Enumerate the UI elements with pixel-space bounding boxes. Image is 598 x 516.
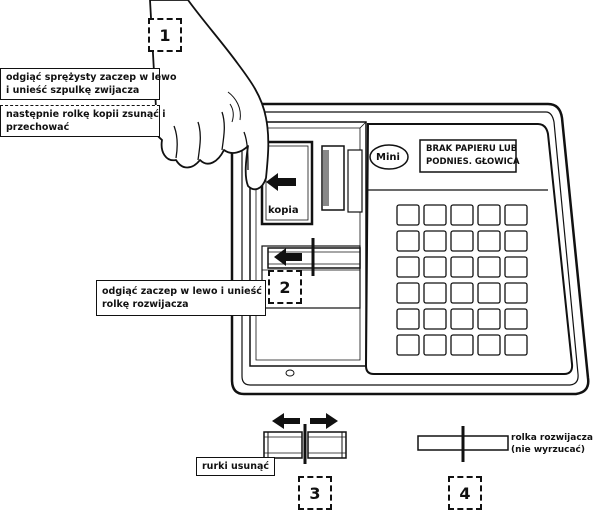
step1b-instruction-line2: przechować — [6, 122, 70, 133]
step2-instruction: odgiąć zaczep w lewo i unieść rolkę rozw… — [96, 280, 266, 316]
step4-instruction: rolka rozwijacza (nie wyrzucać) — [511, 432, 593, 456]
step1-instruction-line2: i unieść szpulkę zwijacza — [6, 85, 140, 96]
step1-instruction: odgiąć sprężysty zaczep w lewo i unieść … — [0, 68, 177, 100]
step2-instruction-line2: rolkę rozwijacza — [102, 299, 189, 310]
step1-instruction-line1: odgiąć sprężysty zaczep w lewo — [6, 72, 177, 83]
step-number-2: 2 — [268, 270, 302, 304]
copy-spool-label: kopia — [268, 205, 299, 216]
step1b-instruction: następnie rolkę kopii zsunąć i przechowa… — [0, 105, 166, 137]
step4-instruction-line1: rolka rozwijacza — [511, 433, 593, 443]
arrow-left-icon — [274, 248, 302, 266]
device-display-text: BRAK PAPIERU LUB PODNIES. GŁOWICA — [426, 143, 520, 169]
arrow-left-icon — [272, 413, 300, 429]
step-number-1: 1 — [148, 18, 182, 52]
step4-instruction-line2: (nie wyrzucać) — [511, 445, 585, 455]
step2-instruction-line1: odgiąć zaczep w lewo i unieść — [102, 286, 262, 297]
step-number-3: 3 — [298, 476, 332, 510]
step3-instruction: rurki usunąć — [196, 457, 276, 476]
unwinder-roll-illustration — [417, 426, 509, 462]
display-line1: BRAK PAPIERU LUB — [426, 144, 518, 154]
arrow-left-icon — [266, 173, 296, 191]
display-line2: PODNIES. GŁOWICA — [426, 157, 520, 167]
arrow-right-icon — [310, 413, 338, 429]
logo-oval — [369, 144, 409, 170]
step1b-instruction-line1: następnie rolkę kopii zsunąć i — [6, 109, 166, 120]
display-window — [419, 139, 517, 173]
step-number-4: 4 — [448, 476, 482, 510]
keypad-keys — [396, 204, 528, 356]
tubes-illustration — [263, 424, 347, 464]
device-logo: Mini — [376, 152, 400, 163]
